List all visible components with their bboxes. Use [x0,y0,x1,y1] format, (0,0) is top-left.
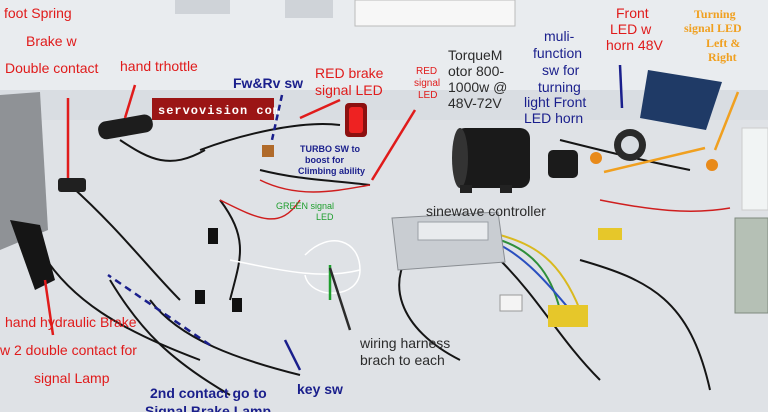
label-double-contact-signal: w 2 double contact for [0,342,137,358]
label-multi-3: sw for [542,62,580,78]
turn-signal-right [706,159,718,171]
arrows [43,64,740,371]
label-turning-4: Right [708,50,737,64]
connector-1 [208,228,218,244]
controller-heatsink [417,221,489,241]
label-red-brake: RED brake [315,65,384,81]
label-harness-2: brach to each [360,352,445,368]
connector-3 [232,298,242,312]
foot-brake-switch [58,178,86,192]
label-signal-brake-lamp: Signal Brake Lamp [145,403,271,412]
yellow-connector-top [598,228,622,240]
connector-2 [195,290,205,304]
label-front-led-2: LED w [610,21,652,37]
white-wires [229,240,361,294]
controller-wires [499,234,581,311]
motor-foot-right [500,185,512,193]
label-fw-rv-sw: Fw&Rv sw [233,75,303,91]
wall-paper-1 [354,0,516,27]
label-multi-1: muli- [544,28,575,44]
label-red-signal-1: RED [416,66,437,77]
battery-box [734,217,768,314]
hand-hydraulic-brake [10,220,55,290]
motor [455,128,530,188]
label-torque-1: TorqueM [448,47,502,63]
label-front-led-3: horn 48V [606,37,663,53]
motor-foot-left [460,185,472,193]
label-red-signal-3: LED [418,90,437,101]
label-harness-1: wiring harness [359,335,450,351]
label-turbo-3: Climbing ability [298,166,365,176]
label-hand-throttle: hand trhottle [120,58,198,74]
label-torque-3: 1000w @ [448,79,507,95]
label-double-contact: Double contact [5,60,99,76]
side-box [741,127,768,211]
front-led-lens [621,136,639,154]
label-multi-2: function [533,45,582,61]
label-torque-2: otor 800- [448,63,504,79]
label-torque-4: 48V-72V [448,95,502,111]
label-signal-led: signal LED [315,82,383,98]
label-multi-4: turning [538,79,581,95]
label-brake-w: Brake w [26,33,77,49]
turn-signal-left [590,152,602,164]
yellow-connectors [548,305,588,327]
hand-throttle [98,114,153,140]
label-green-2: LED [316,212,334,222]
motor-face [452,128,468,188]
sinewave-controller-box [391,211,506,271]
label-green-1: GREEN signal [276,201,334,211]
label-turbo-1: TURBO SW to [300,144,360,154]
label-second-contact: 2nd contact go to [150,385,267,401]
red-brake-lens [349,107,363,133]
label-turning-3: Left & [706,36,740,50]
brand-text: servovision com [158,104,281,118]
label-sinewave: sinewave controller [426,203,546,219]
booklet [640,70,722,130]
label-foot-spring: foot Spring [4,5,72,21]
label-key-sw: key sw [297,381,343,397]
label-front-led-1: Front [616,5,649,21]
metal-frame [0,92,48,250]
multi-function-switch [548,150,578,178]
white-connectors [499,294,523,312]
wires [39,123,711,396]
white-cloth [0,120,768,412]
label-turning-2: signal LED [684,21,742,35]
red-wires [219,179,731,220]
fw-rv-switch [262,145,274,157]
label-hand-brake: hand hydraulic Brake [5,314,137,330]
wall-paper-3 [175,0,230,14]
brand-banner [152,98,274,120]
label-multi-5: light Front [524,94,586,110]
label-multi-6: LED horn [524,110,583,126]
label-turbo-2: boost for [305,155,344,165]
label-red-signal-2: signal [414,78,440,89]
label-turning-1: Turning [694,7,736,21]
wall-paper-2 [285,0,333,18]
label-signal-lamp: signal Lamp [34,370,110,386]
